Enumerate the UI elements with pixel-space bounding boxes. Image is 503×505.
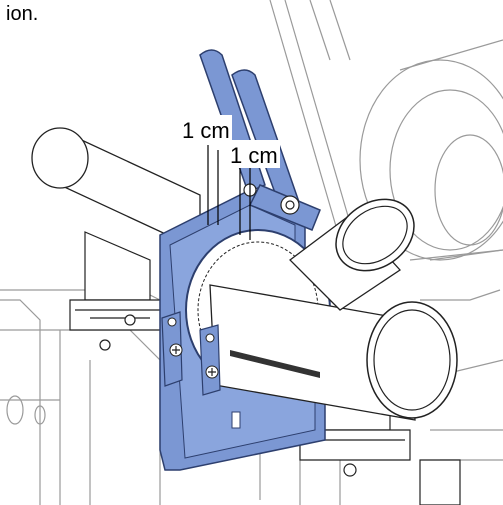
measure-label-left: 1 cm [182, 118, 230, 143]
measure-label-right: 1 cm [230, 143, 278, 168]
main-pipe [209, 284, 458, 421]
caption-fragment: ion. [6, 3, 38, 25]
latch-plate-right [199, 324, 221, 396]
left-pipe [31, 127, 201, 252]
serrated-edge [230, 350, 320, 378]
measure-label-bg-right [228, 140, 280, 168]
measure-label-bg-left [180, 115, 232, 143]
bolt-icon [169, 343, 183, 357]
left-guide-bracket [69, 231, 166, 351]
bolt-icon [205, 365, 219, 379]
dimension-lines [207, 145, 251, 240]
elbow-pipe [289, 198, 415, 311]
